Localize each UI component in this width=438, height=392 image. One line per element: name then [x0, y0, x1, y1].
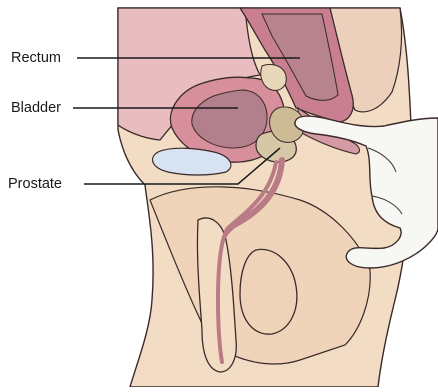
prostate-label: Prostate: [8, 177, 62, 192]
rectum-label: Rectum: [11, 51, 61, 66]
bladder-label: Bladder: [11, 101, 61, 116]
